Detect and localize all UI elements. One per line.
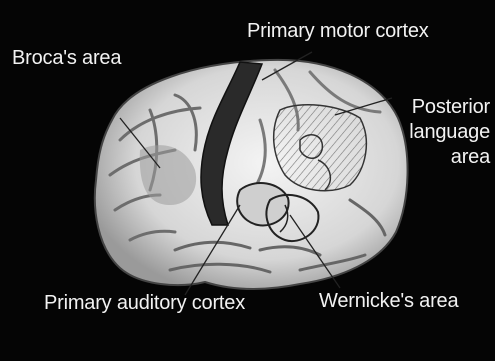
- label-primary-motor-cortex: Primary motor cortex: [247, 20, 429, 42]
- label-wernickes-area: Wernicke's area: [319, 290, 458, 312]
- label-posterior-language-area: Posterior language area: [384, 95, 490, 170]
- auditory-region: [237, 183, 288, 225]
- label-brocas-area: Broca's area: [12, 47, 121, 69]
- label-primary-auditory-cortex: Primary auditory cortex: [44, 292, 245, 314]
- posterior-language-region: [274, 105, 367, 191]
